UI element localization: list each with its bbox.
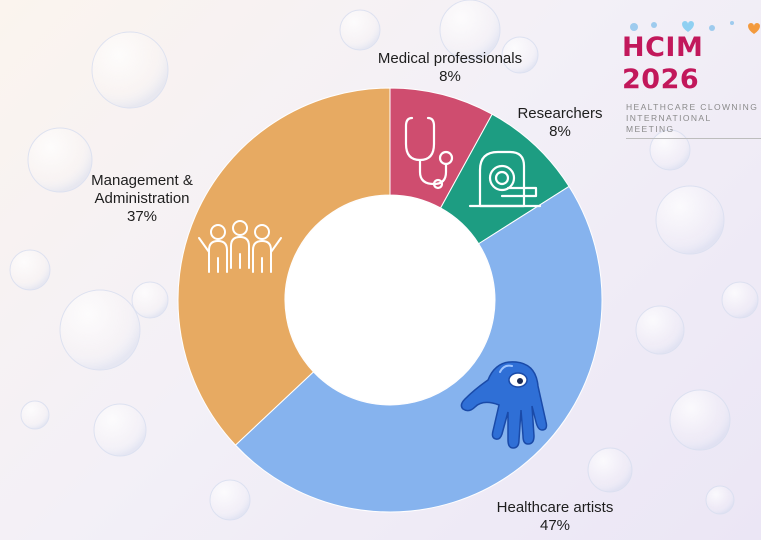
bubble	[20, 400, 50, 430]
bubble	[635, 305, 685, 355]
bubble	[91, 31, 169, 109]
label-management: Management & Administration 37%	[91, 172, 193, 226]
donut-slice-management-administration	[177, 87, 391, 446]
logo-divider	[626, 138, 761, 139]
slice-icons	[198, 116, 548, 449]
label-management-line2: Administration	[94, 190, 190, 207]
team-people-icon	[198, 220, 282, 273]
bubble	[9, 249, 51, 291]
logo-subtitle-line1: HEALTHCARE CLOWNING	[626, 102, 759, 112]
bubble	[721, 281, 759, 319]
label-medical-pct: 8%	[439, 68, 461, 85]
decorative-bubbles	[9, 0, 759, 521]
hearts-icon	[630, 21, 760, 34]
bubble	[27, 127, 93, 193]
label-healthcare-artists: Healthcare artists 47%	[497, 499, 614, 535]
label-management-pct: 37%	[126, 208, 158, 225]
bubble	[649, 129, 691, 171]
bubble	[705, 485, 735, 515]
stethoscope-icon	[404, 116, 454, 190]
logo-title: HCIM 2026	[622, 32, 704, 95]
donut-chart	[177, 87, 603, 513]
bubble	[93, 403, 147, 457]
label-artists-name: Healthcare artists	[496, 499, 614, 516]
bubble	[587, 447, 633, 493]
logo-subtitle: HEALTHCARE CLOWNING INTERNATIONAL MEETIN…	[618, 102, 761, 135]
blue-glove-clown-icon	[460, 361, 548, 449]
label-artists-pct: 47%	[539, 517, 571, 534]
label-researchers: Researchers 8%	[517, 105, 602, 141]
bubble	[439, 0, 501, 61]
label-researchers-pct: 8%	[549, 123, 571, 140]
bubble	[669, 389, 731, 451]
label-researchers-name: Researchers	[517, 105, 603, 122]
bubble	[59, 289, 141, 371]
logo-subtitle-line2: INTERNATIONAL MEETING	[626, 113, 712, 134]
hcim-logo: HCIM 2026 HEALTHCARE CLOWNING INTERNATIO…	[618, 18, 761, 139]
label-medical-name: Medical professionals	[377, 50, 523, 67]
bubble	[131, 281, 169, 319]
donut-hole	[285, 195, 495, 405]
bubble	[501, 36, 539, 74]
bubble	[655, 185, 725, 255]
bubble	[339, 9, 381, 51]
bubble	[209, 479, 251, 521]
label-management-line1: Management &	[91, 172, 193, 189]
mri-scanner-icon	[468, 150, 542, 208]
label-medical-professionals: Medical professionals 8%	[378, 50, 522, 86]
